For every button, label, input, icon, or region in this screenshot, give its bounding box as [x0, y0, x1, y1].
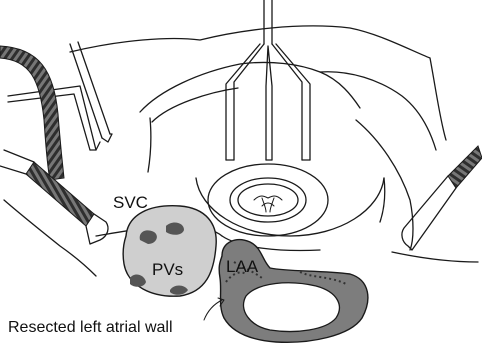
operative-field-outline [4, 26, 478, 276]
label-resected-wall: Resected left atrial wall [8, 319, 173, 336]
laa-hole [243, 283, 339, 332]
label-pvs: PVs [152, 260, 183, 279]
right-cannula [402, 146, 482, 250]
central-ostium [208, 164, 328, 236]
label-laa: LAA [226, 257, 259, 276]
laa-resected-wall [219, 240, 368, 343]
retractor-instrument [226, 0, 310, 160]
label-svc: SVC [113, 193, 148, 212]
left-upper-cannula [0, 46, 64, 180]
pvs-patch [123, 206, 216, 296]
